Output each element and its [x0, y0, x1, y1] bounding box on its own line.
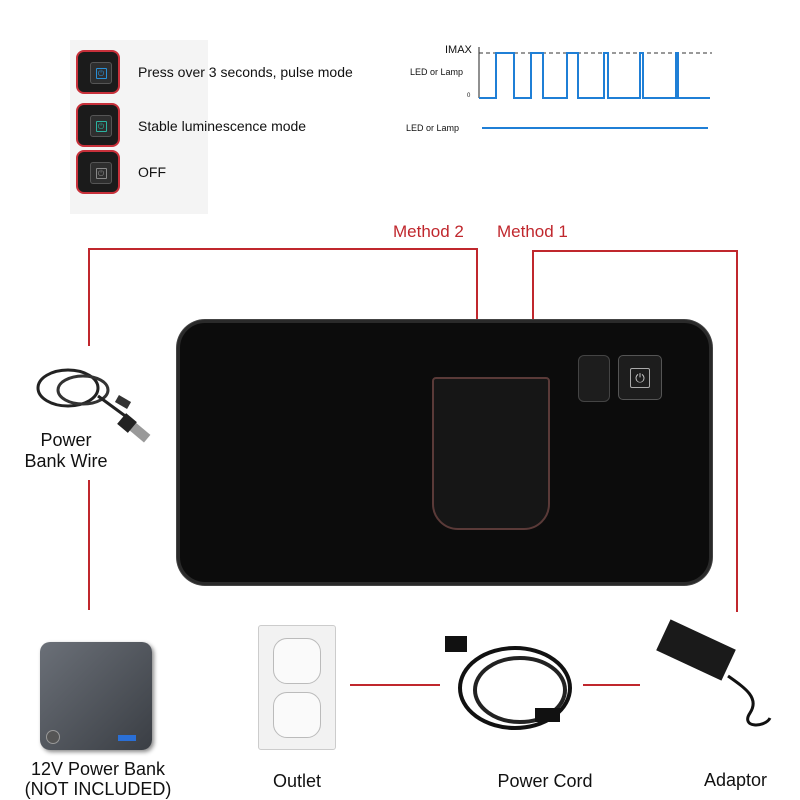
- power-bank-wire-label: Power Bank Wire: [10, 430, 122, 472]
- mat-pocket: [432, 377, 550, 530]
- mat-power-button: ⏻: [618, 355, 662, 400]
- power-icon: ⏻: [95, 167, 107, 179]
- off-mode-label: OFF: [138, 164, 166, 180]
- power-bank-label: 12V Power Bank (NOT INCLUDED): [8, 759, 188, 799]
- outlet-label: Outlet: [272, 771, 322, 791]
- method-2-line: [88, 248, 478, 250]
- method-1-line: [583, 684, 640, 686]
- not-included-label: (NOT INCLUDED): [24, 779, 172, 799]
- usb-cable-image: [36, 368, 151, 443]
- method-2-line: [88, 248, 90, 346]
- power-icon: ⏻: [95, 120, 107, 132]
- power-bank-image: [40, 642, 152, 750]
- power-cord-image: [445, 636, 572, 730]
- power-bank-wire-label-line: Bank Wire: [24, 451, 108, 471]
- pulse-waveform: [478, 47, 712, 129]
- method-1-line: [532, 250, 738, 252]
- method-2-line: [88, 480, 90, 610]
- stable-led-label: LED or Lamp: [406, 123, 460, 133]
- connector-port: [578, 355, 610, 402]
- power-cord-label: Power Cord: [497, 771, 593, 791]
- imax-label: IMAX: [445, 44, 472, 56]
- stable-mode-button: ⏻: [76, 103, 120, 147]
- power-bank-label-line: 12V Power Bank: [30, 759, 166, 779]
- adaptor-image: [656, 619, 772, 727]
- method-2-label: Method 2: [393, 222, 464, 241]
- pulse-led-label: LED or Lamp: [410, 67, 464, 77]
- adaptor-label: Adaptor: [703, 770, 768, 790]
- method-1-label: Method 1: [497, 222, 568, 241]
- power-bank-wire-label-line: Power: [40, 430, 92, 450]
- outlet-image: [258, 625, 336, 750]
- power-icon: ⏻: [95, 67, 107, 79]
- stable-mode-label: Stable luminescence mode: [138, 118, 307, 134]
- method-1-line: [350, 684, 440, 686]
- off-mode-button: ⏻: [76, 150, 120, 194]
- method-2-line: [476, 248, 478, 320]
- pulse-mode-button: ⏻: [76, 50, 120, 94]
- method-1-line: [532, 250, 534, 320]
- pulse-mode-label: Press over 3 seconds, pulse mode: [138, 64, 353, 80]
- power-icon: ⏻: [630, 367, 650, 388]
- method-1-line: [736, 250, 738, 612]
- zero-label: 0: [467, 93, 471, 99]
